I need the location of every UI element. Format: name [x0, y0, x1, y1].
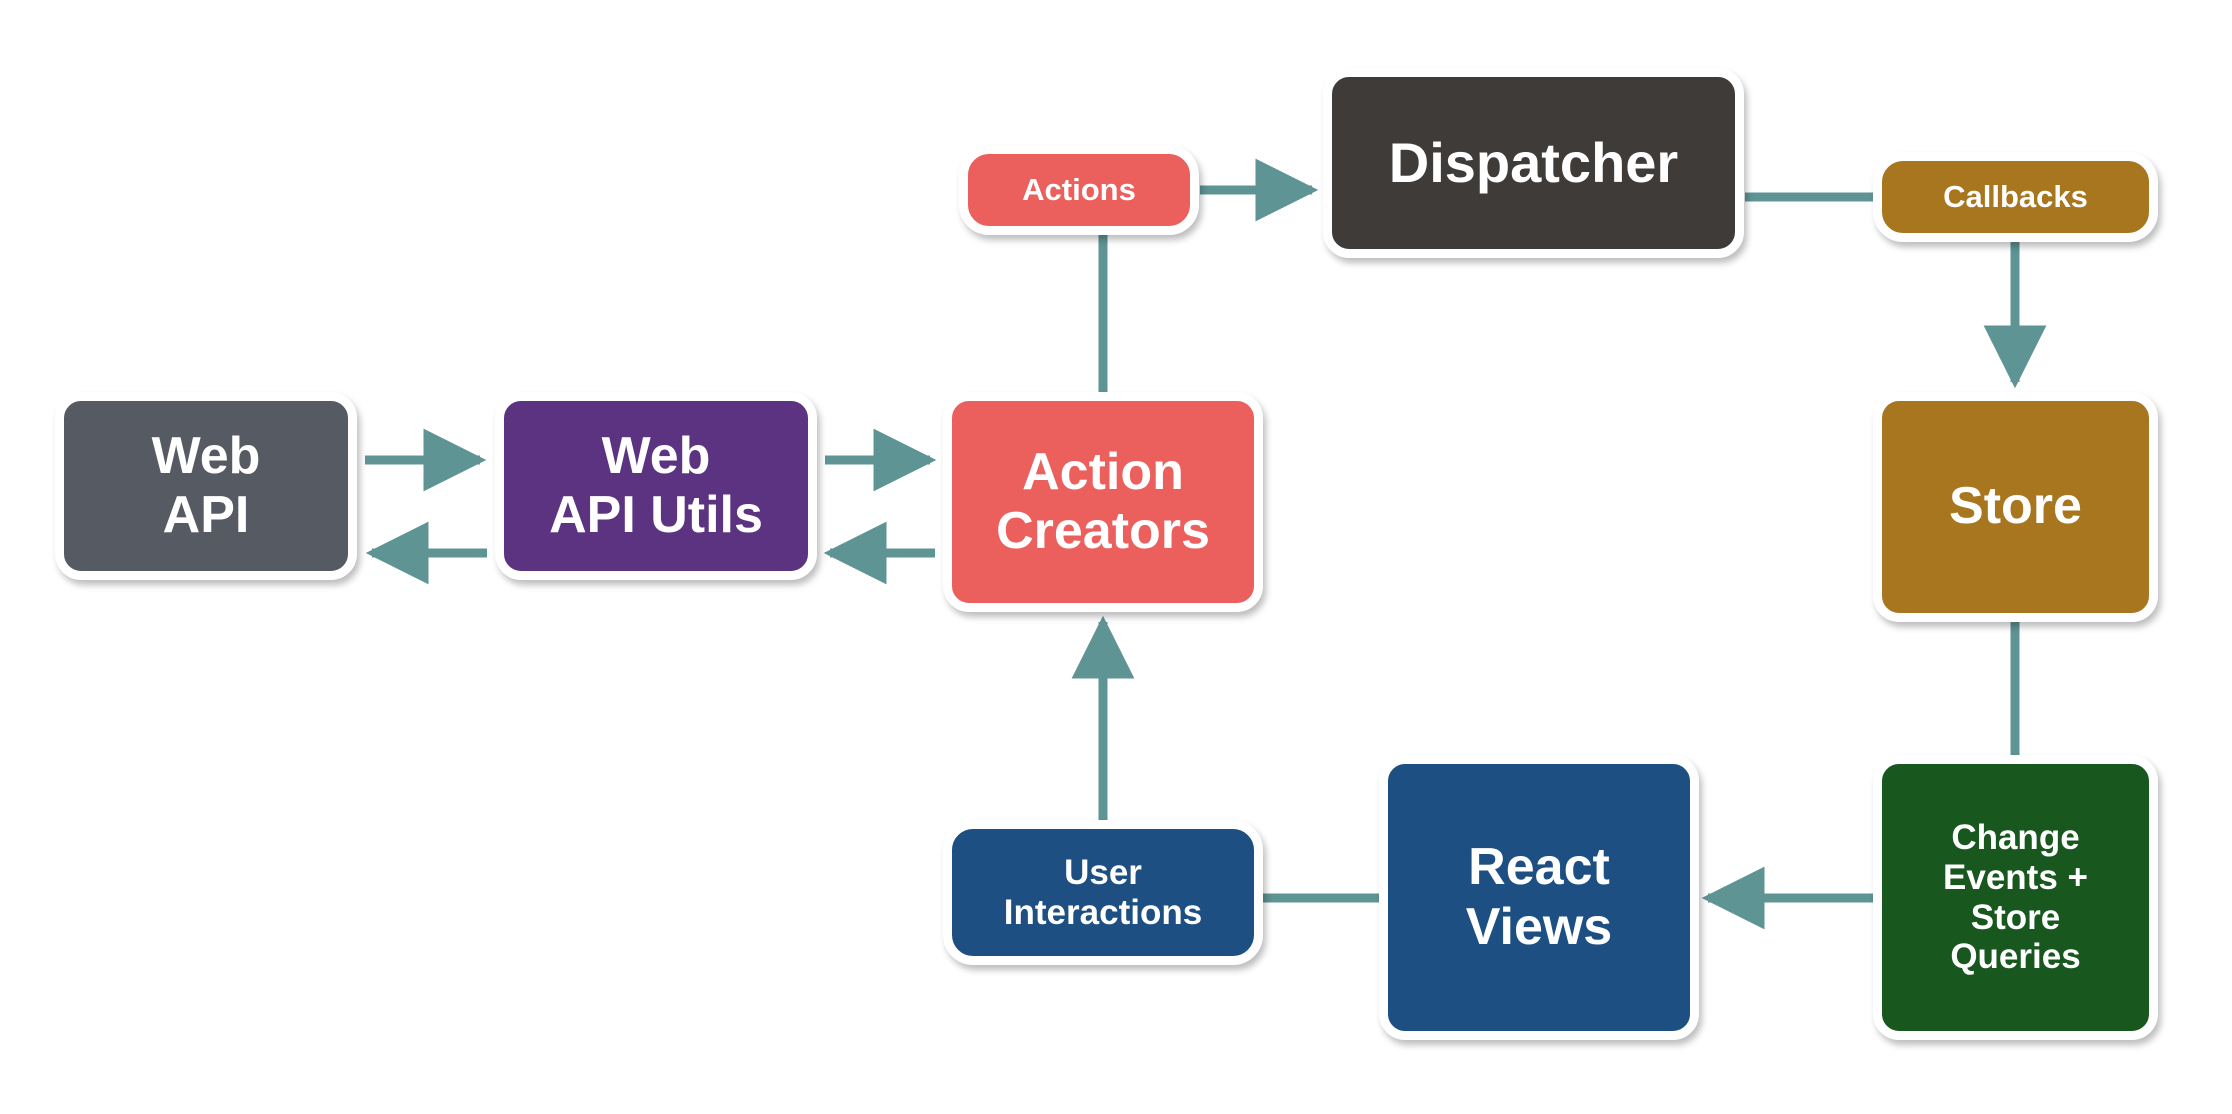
node-change-events-label: Change Events + Store Queries: [1943, 817, 2088, 977]
node-react-views-label: React Views: [1465, 838, 1613, 956]
node-dispatcher-label: Dispatcher: [1388, 131, 1679, 195]
node-callbacks[interactable]: Callbacks: [1873, 152, 2158, 242]
node-dispatcher[interactable]: Dispatcher: [1323, 68, 1744, 258]
node-store-label: Store: [1949, 477, 2082, 536]
node-actions[interactable]: Actions: [959, 145, 1199, 235]
node-store[interactable]: Store: [1873, 392, 2158, 622]
node-user-interactions-label: User Interactions: [1003, 852, 1203, 932]
node-web-api-label: Web API: [151, 426, 261, 544]
node-actions-label: Actions: [1022, 172, 1136, 208]
node-web-api-utils[interactable]: Web API Utils: [495, 392, 817, 580]
node-action-creators[interactable]: Action Creators: [943, 392, 1263, 612]
node-react-views[interactable]: React Views: [1379, 755, 1699, 1040]
node-web-api[interactable]: Web API: [55, 392, 357, 580]
node-change-events-store-queries[interactable]: Change Events + Store Queries: [1873, 755, 2158, 1040]
node-callbacks-label: Callbacks: [1943, 179, 2088, 215]
node-user-interactions[interactable]: User Interactions: [943, 820, 1263, 965]
node-action-creators-label: Action Creators: [996, 442, 1210, 560]
node-web-api-utils-label: Web API Utils: [549, 426, 763, 544]
